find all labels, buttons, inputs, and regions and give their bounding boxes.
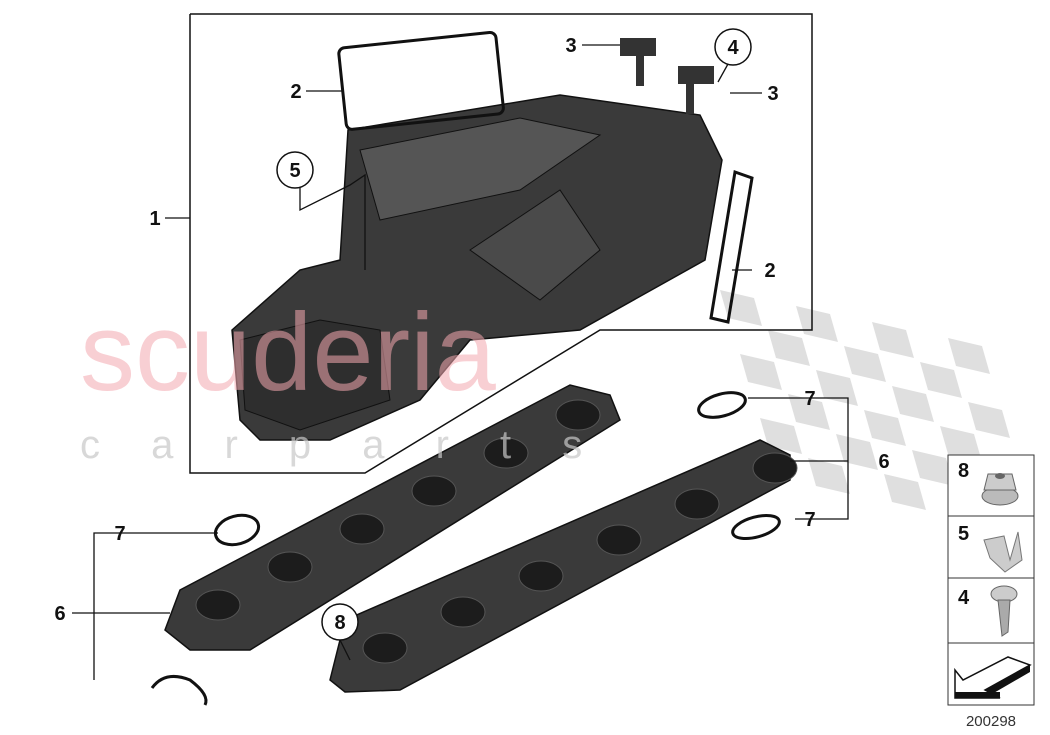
diagram-code: 200298 — [966, 713, 1016, 730]
port-hole — [440, 596, 486, 628]
manifold-rail-left — [164, 384, 621, 651]
flag-square — [768, 330, 810, 366]
oring-4 — [150, 674, 208, 706]
callout-circle-4 — [714, 28, 752, 66]
oring-1 — [697, 391, 747, 419]
callout-6: 6 — [878, 451, 889, 473]
oring-3 — [213, 513, 261, 547]
callout-6: 6 — [54, 603, 65, 625]
port-hole — [411, 475, 457, 507]
callout-circle-5 — [276, 151, 314, 189]
callout-2: 2 — [290, 81, 301, 103]
port-hole — [674, 488, 720, 520]
manifold-rail-right — [329, 439, 798, 693]
flag-square — [920, 362, 962, 398]
flag-square — [816, 370, 858, 406]
flag-square — [892, 386, 934, 422]
callout-3: 3 — [565, 35, 576, 57]
callout-7: 7 — [804, 509, 815, 531]
legend-8: 8 — [958, 460, 969, 482]
flag-square — [948, 338, 990, 374]
gasket-top — [337, 30, 505, 131]
flag-square — [788, 394, 830, 430]
port-hole — [518, 560, 564, 592]
port-hole — [195, 589, 241, 621]
port-hole — [596, 524, 642, 556]
callout-circle-8 — [321, 603, 359, 641]
flange-nut-icon — [981, 473, 1019, 506]
flag-square — [968, 402, 1010, 438]
port-hole — [483, 437, 529, 469]
legend-5: 5 — [958, 523, 969, 545]
flag-square — [912, 450, 954, 486]
callout-8: 8 — [334, 612, 345, 634]
flag-square — [740, 354, 782, 390]
flag-square — [884, 474, 926, 510]
port-hole — [267, 551, 313, 583]
clip-icon — [983, 531, 1023, 573]
legend-4: 4 — [958, 587, 970, 609]
flag-square — [796, 306, 838, 342]
watermark-sub: c a r p a r t s — [80, 423, 602, 467]
flag-square — [940, 426, 982, 462]
leader-lines — [72, 44, 849, 680]
callout-7: 7 — [804, 388, 815, 410]
callout-3: 3 — [767, 83, 778, 105]
callout-1: 1 — [149, 208, 160, 230]
oring-2 — [731, 514, 781, 540]
flag-square — [864, 410, 906, 446]
assembly-frame — [189, 13, 813, 474]
watermark-brand: scuderia — [80, 291, 497, 414]
flag-square — [844, 346, 886, 382]
flag-square — [836, 434, 878, 470]
callout-2: 2 — [764, 260, 775, 282]
callout-5: 5 — [289, 160, 300, 182]
watermark: scuderia c a r p a r t s — [80, 291, 602, 467]
callout-7: 7 — [114, 523, 125, 545]
callout-4: 4 — [727, 37, 739, 59]
screw-icon — [990, 585, 1018, 637]
sensor-1 — [620, 38, 656, 86]
direction-arrow-icon — [954, 656, 1032, 699]
port-hole — [339, 513, 385, 545]
port-hole — [752, 452, 798, 484]
port-hole — [362, 632, 408, 664]
flag-square — [808, 458, 850, 494]
flag-square — [872, 322, 914, 358]
gasket-side — [709, 169, 754, 324]
port-hole — [555, 399, 601, 431]
sensor-2 — [678, 66, 714, 114]
